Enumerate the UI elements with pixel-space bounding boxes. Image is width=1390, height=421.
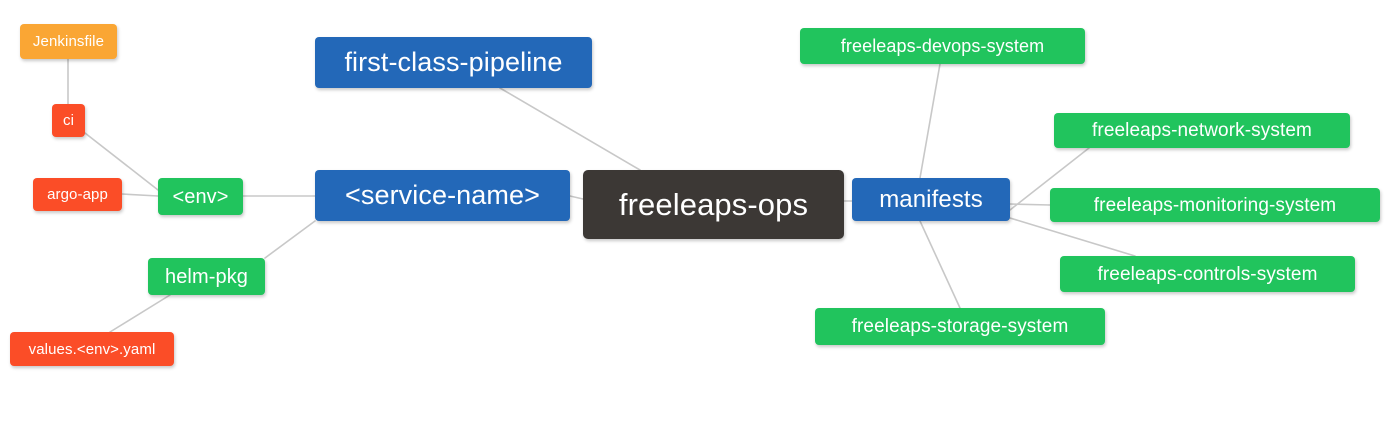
edge-argo-app-to-env [121, 193, 159, 197]
mindmap-node-controls[interactable]: freeleaps-controls-system [1060, 256, 1355, 292]
edge-pipeline-to-root [499, 87, 641, 171]
edge-service-to-root [569, 195, 584, 200]
mindmap-node-env[interactable]: <env> [158, 178, 243, 215]
mindmap-node-monitoring[interactable]: freeleaps-monitoring-system [1050, 188, 1380, 222]
edge-manifests-to-monitoring [1009, 203, 1051, 206]
edge-ci-to-env [84, 132, 159, 191]
mindmap-node-service[interactable]: <service-name> [315, 170, 570, 221]
mindmap-node-devops[interactable]: freeleaps-devops-system [800, 28, 1085, 64]
mindmap-node-ci[interactable]: ci [52, 104, 85, 137]
mindmap-node-helm-pkg[interactable]: helm-pkg [148, 258, 265, 295]
edge-manifests-to-devops [919, 63, 941, 179]
mindmap-node-root[interactable]: freeleaps-ops [583, 170, 844, 239]
mindmap-node-jenkinsfile[interactable]: Jenkinsfile [20, 24, 117, 59]
edge-manifests-to-storage [919, 220, 961, 309]
edge-service-to-helm-pkg [264, 220, 316, 259]
mindmap-node-manifests[interactable]: manifests [852, 178, 1010, 221]
mindmap-node-network[interactable]: freeleaps-network-system [1054, 113, 1350, 148]
edge-manifests-to-network [1009, 147, 1090, 211]
mindmap-node-values-yaml[interactable]: values.<env>.yaml [10, 332, 174, 366]
mindmap-node-storage[interactable]: freeleaps-storage-system [815, 308, 1105, 345]
mindmap-node-argo-app[interactable]: argo-app [33, 178, 122, 211]
edge-manifests-to-controls [1009, 217, 1136, 257]
mindmap-node-pipeline[interactable]: first-class-pipeline [315, 37, 592, 88]
edge-helm-pkg-to-values-yaml [109, 294, 171, 333]
